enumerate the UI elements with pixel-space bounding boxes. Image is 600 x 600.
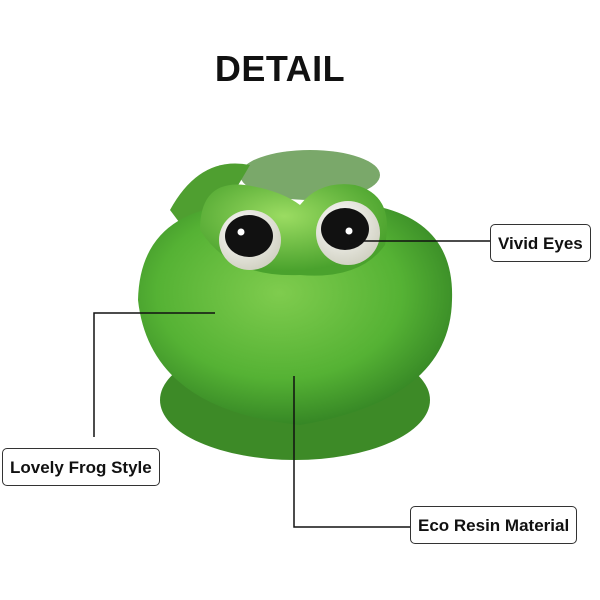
callout-lines (93, 240, 490, 528)
page-title: DETAIL (214, 48, 346, 89)
material-callout-line (293, 376, 410, 528)
left-eye (219, 210, 281, 270)
callout-vivid-eyes: Vivid Eyes (490, 224, 591, 262)
frog (138, 150, 453, 460)
callout-lovely-frog-style: Lovely Frog Style (2, 448, 160, 486)
style-callout-line (93, 312, 215, 437)
right-eye (316, 201, 380, 265)
frog-body (138, 205, 453, 425)
callout-eco-resin-material: Eco Resin Material (410, 506, 578, 544)
